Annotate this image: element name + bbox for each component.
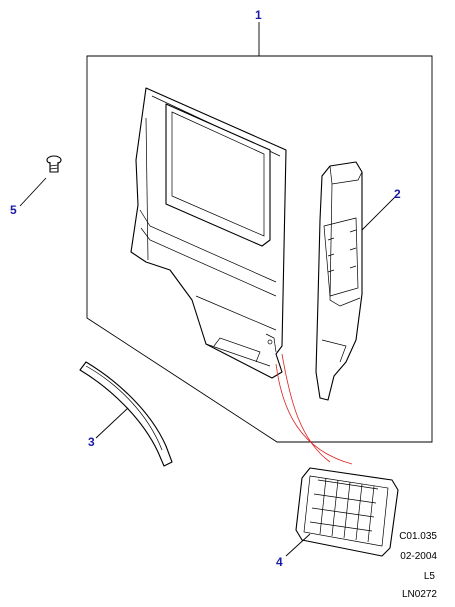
leader-line-3 [95, 407, 129, 439]
reference-date: 02-2004 [400, 551, 437, 562]
reference-drawing: LN0272 [401, 589, 437, 600]
callout-4[interactable]: 4 [276, 555, 283, 569]
highlight-leader-2 [275, 363, 353, 465]
callout-1[interactable]: 1 [255, 8, 262, 22]
highlight-leader [281, 353, 331, 463]
body-side-panel[interactable] [130, 87, 287, 379]
leader-line-5 [19, 177, 47, 207]
leader-line-4 [285, 533, 311, 557]
callout-2[interactable]: 2 [394, 187, 401, 201]
screw-fastener[interactable] [46, 155, 62, 173]
callout-5[interactable]: 5 [10, 203, 17, 217]
d-pillar-trim[interactable] [315, 161, 363, 401]
assembly-boundary [86, 55, 433, 443]
air-vent-grille[interactable] [295, 467, 399, 557]
wheel-arch-trim[interactable] [79, 361, 173, 467]
callout-3[interactable]: 3 [88, 435, 95, 449]
leader-line-2 [361, 195, 397, 231]
reference-level: L5 [423, 571, 435, 582]
reference-code: C01.035 [399, 531, 437, 542]
